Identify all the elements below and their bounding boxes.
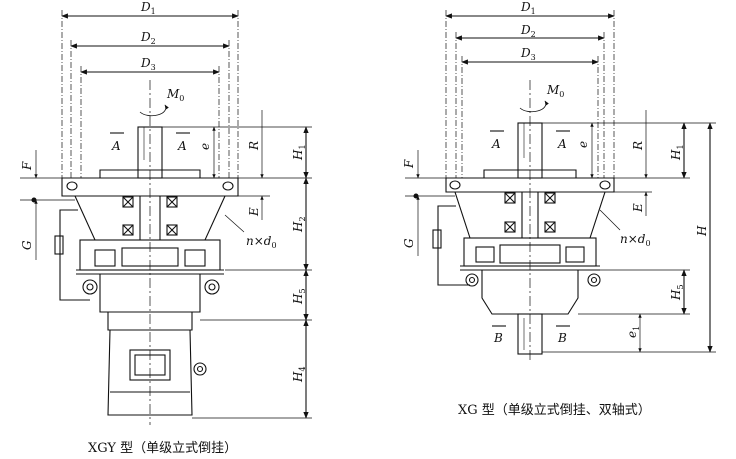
label-e-flange-right: E (631, 203, 645, 213)
label-r: R (247, 141, 261, 151)
label-d3-right: D3 (520, 46, 536, 62)
d-extension-lines-right (445, 10, 615, 178)
caption-xg: XG 型（单级立式倒挂、双轴式） (458, 403, 651, 418)
bearing-marks-right (504, 192, 556, 233)
label-section-a-left-right: A (491, 137, 501, 151)
motor-adapter (99, 273, 201, 313)
xgy-drawing (20, 10, 312, 425)
label-d3: D3 (140, 56, 156, 72)
oil-pipe-right (437, 205, 470, 286)
label-f-right: F (402, 159, 416, 169)
label-h5: H5 (291, 288, 307, 305)
label-m0: M0 (166, 87, 184, 103)
bearing-marks (122, 196, 178, 236)
label-e-flange: E (247, 207, 261, 217)
label-section-b-right: B (557, 331, 567, 345)
input-shaft (517, 313, 543, 355)
h-extension-lines (162, 126, 312, 419)
label-section-b-left: B (493, 331, 503, 345)
xgy-labels: D1 D2 D3 M0 A A e R E n×d0 H1 H2 H5 H4 F… (20, 0, 307, 383)
motor-body (107, 329, 193, 416)
label-r-right: R (631, 141, 645, 151)
label-h5-right: H5 (669, 284, 685, 301)
label-section-a-left: A (111, 139, 121, 153)
label-n-d0-right: n×d0 (620, 232, 651, 248)
label-d2: D2 (140, 30, 156, 46)
label-h2: H2 (291, 216, 307, 233)
input-housing (481, 269, 579, 315)
d-extension-lines (61, 10, 239, 178)
label-h1-right: H1 (669, 144, 685, 161)
caption-xgy: XGY 型（单级立式倒挂） (88, 441, 238, 456)
label-h1: H1 (291, 144, 307, 161)
label-d1-right: D1 (520, 0, 536, 16)
label-g: G (20, 240, 34, 250)
label-f: F (20, 161, 34, 171)
oil-pipe (59, 209, 90, 301)
label-g-right: G (402, 238, 416, 248)
xg-drawing (405, 10, 716, 360)
label-d2-right: D2 (520, 23, 536, 39)
label-e1: e1 (625, 326, 641, 338)
label-e-right: e (576, 141, 590, 148)
label-d1: D1 (140, 0, 156, 16)
motor-terminal-box (129, 349, 171, 381)
label-h4: H4 (291, 366, 307, 383)
label-section-a-right: A (177, 139, 187, 153)
label-section-a-right-right: A (557, 137, 567, 151)
label-n-d0: n×d0 (246, 234, 277, 250)
xg-labels: D1 D2 D3 M0 A A B B e R E n×d0 H1 H5 H e… (402, 0, 709, 345)
label-m0-right: M0 (546, 83, 564, 99)
label-e: e (198, 143, 212, 150)
h-extension-lines-right (542, 122, 716, 353)
label-h-right: H (695, 225, 709, 237)
